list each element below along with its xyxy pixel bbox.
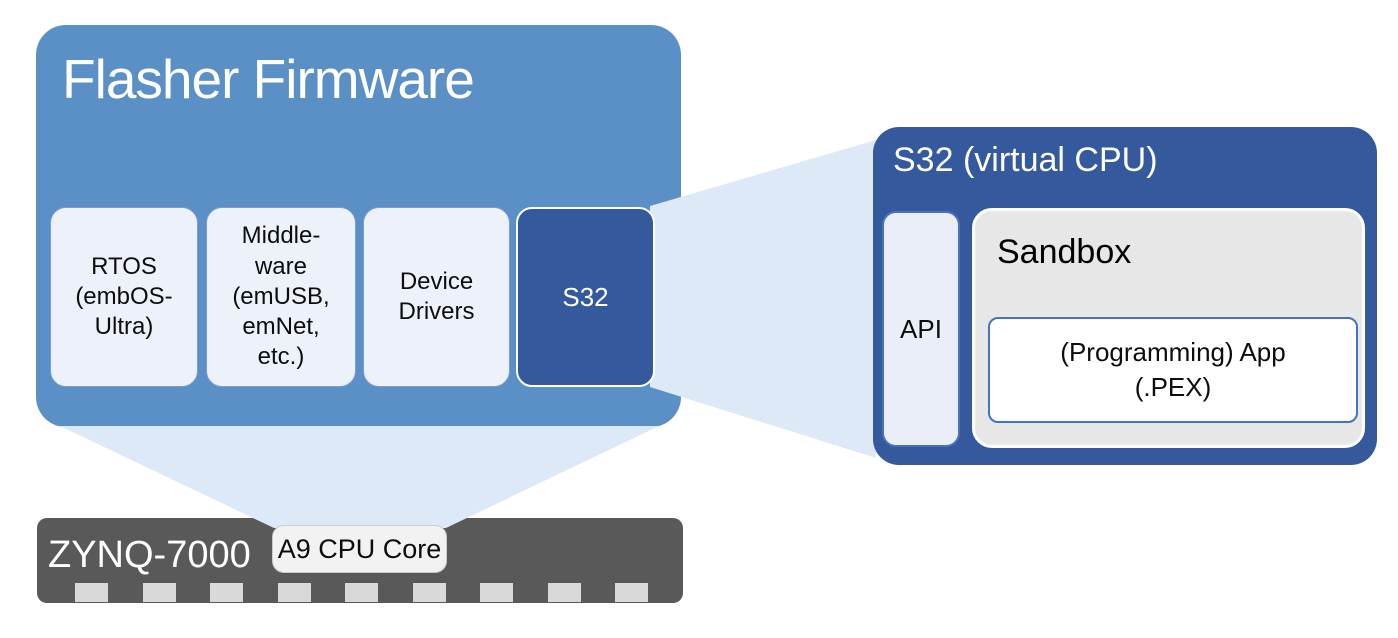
beam-s32-to-vcpu (650, 140, 876, 458)
s32-virtual-cpu-title: S32 (virtual CPU) (893, 141, 1158, 179)
component-label-device-drivers: Device Drivers (398, 267, 475, 325)
chip-pin (547, 583, 581, 602)
component-box-s32: S32 (516, 207, 655, 387)
api-box: API (882, 211, 960, 447)
programming-app-box: (Programming) App (.PEX) (988, 317, 1358, 423)
chip-pin (412, 583, 446, 602)
component-box-middleware: Middle- ware (emUSB, emNet, etc.) (206, 207, 356, 387)
chip-pin (142, 583, 176, 602)
chip-pin (345, 583, 378, 602)
component-label-rtos: RTOS (embOS- Ultra) (75, 252, 173, 341)
chip-pin (615, 583, 648, 602)
a9-cpu-core-label: A9 CPU Core (277, 533, 442, 564)
api-label: API (900, 313, 942, 344)
a9-cpu-core-box: A9 CPU Core (272, 525, 447, 573)
flasher-firmware-title: Flasher Firmware (62, 48, 475, 110)
s32-virtual-cpu-panel: S32 (virtual CPU) API Sandbox (Programmi… (873, 127, 1377, 465)
chip-pin (277, 583, 311, 602)
programming-app-label: (Programming) App (.PEX) (1060, 336, 1286, 402)
component-box-rtos: RTOS (embOS- Ultra) (50, 207, 198, 387)
component-label-s32: S32 (562, 281, 609, 312)
chip-pin (480, 583, 513, 602)
chip-pin (75, 583, 108, 602)
chip-pin (210, 583, 243, 602)
sandbox-title: Sandbox (997, 233, 1132, 271)
chip-name-label: ZYNQ-7000 (48, 534, 251, 576)
component-label-middleware: Middle- ware (emUSB, emNet, etc.) (232, 222, 330, 371)
beam-flasher-to-a9-core (60, 426, 659, 528)
sandbox-box: Sandbox (Programming) App (.PEX) (972, 208, 1365, 448)
chip-pins (75, 583, 648, 602)
component-box-device-drivers: Device Drivers (363, 207, 510, 387)
